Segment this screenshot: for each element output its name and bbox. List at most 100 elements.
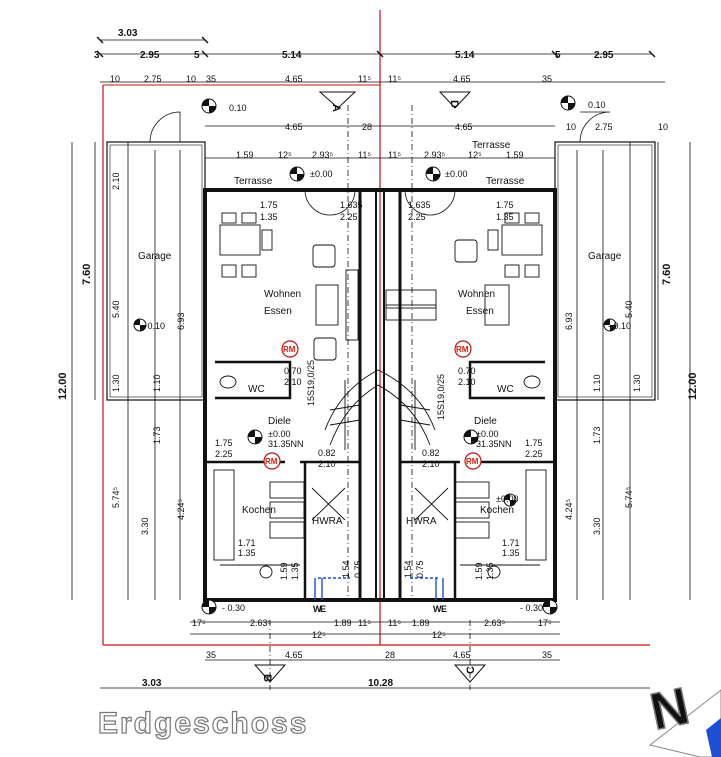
dim-util-1-59-left: 1.59 — [279, 562, 289, 580]
dim-bot-2-63-left: 2.63⁵ — [250, 618, 272, 628]
dim-right2-4-24: 4.24⁵ — [564, 498, 574, 520]
rm-label-4: RM — [466, 457, 479, 466]
room-garage-left: Garage — [138, 251, 172, 262]
dim-kochen-1-35-left: 1.35 — [238, 548, 256, 558]
level-top-left: 0.10 — [229, 103, 247, 113]
dim-hwra-2-10-left: 2.10 — [318, 459, 336, 469]
dim-row2-4-65-left: 4.65 — [285, 74, 303, 84]
dim-door-1-75-left: 1.75 — [260, 200, 278, 210]
stair-spec-right: 15S19,0/25 — [436, 374, 446, 420]
room-kochen-left: Kochen — [242, 505, 276, 516]
section-arrows — [253, 91, 487, 683]
furniture — [213, 212, 547, 579]
dim-left-5-40: 5.40 — [111, 300, 121, 318]
dim-bot3-10-28: 10.28 — [368, 678, 393, 689]
level-terrace-left: ±0.00 — [310, 169, 332, 179]
dim-row2-small-10d: 10 — [658, 122, 668, 132]
dim-right2-1-10: 1.10 — [592, 374, 602, 392]
level-bottom-left: - 0.30 — [222, 603, 245, 613]
dim-wc-2-10-left: 2.10 — [284, 377, 302, 387]
level-terrace-right: ±0.00 — [445, 169, 467, 179]
dim-diele-2-25-right: 2.25 — [525, 449, 543, 459]
dim-bot-small-17b: 17⁵ — [538, 618, 552, 628]
dim-top-2-95-right: 2.95 — [594, 50, 614, 61]
dim-top-3-03: 3.03 — [118, 28, 138, 39]
terrace-doors — [304, 189, 456, 216]
dim-left-1-30: 1.30 — [111, 374, 121, 392]
dim-util-1-35-right: 1.35 — [485, 562, 495, 580]
dim-door-1-635-left: 1.635 — [340, 200, 363, 210]
internal-dims: 1.635 2.25 1.75 1.35 1.635 2.25 1.75 1.3… — [215, 200, 543, 614]
dim-kochen-1-71-right: 1.71 — [502, 538, 520, 548]
dim-hwra-2-10-right: 2.10 — [422, 459, 440, 469]
dim-terr-2-93-right: 2.93⁵ — [424, 150, 446, 160]
level-garage-left: - 0.10 — [142, 321, 165, 331]
room-terrasse-left: Terrasse — [234, 176, 273, 187]
side-dimension-lines — [71, 142, 691, 600]
dim-terr-1-59-left: 1.59 — [236, 150, 254, 160]
dim-right-5-74: 5.74⁵ — [624, 486, 634, 508]
dim-top-5-14-right: 5.14 — [455, 50, 475, 61]
dim-left-3-30: 3.30 — [140, 517, 150, 535]
dim-diele-1-75-left: 1.75 — [215, 438, 233, 448]
dim-row2-small-10a: 10 — [110, 74, 120, 84]
dim-bot-small-35b: 35 — [542, 650, 552, 660]
top-dimensions: 3.03 2.95 5.14 5.14 2.95 3 5 5 2.75 4.65… — [94, 28, 668, 160]
dim-bot3-3-03: 3.03 — [142, 678, 162, 689]
dim-util-0-75-left: 0.75 — [353, 560, 363, 578]
room-wohnen-left: Wohnen — [264, 289, 301, 300]
dim-bot-small-35a: 35 — [206, 650, 216, 660]
section-lines — [269, 105, 471, 690]
rm-label-2: RM — [456, 345, 469, 354]
dim-row2-2-75-right: 2.75 — [595, 122, 613, 132]
meter-w-right: W — [433, 604, 442, 614]
dim-terr-1-59-right: 1.59 — [506, 150, 524, 160]
dim-top-small-5b: 5 — [555, 50, 561, 61]
dim-door-2-25-right: 2.25 — [408, 212, 426, 222]
room-wohnen-right: Wohnen — [458, 289, 495, 300]
room-terrasse-right: Terrasse — [486, 176, 525, 187]
dim-terr-12-5-left: 12⁵ — [278, 150, 292, 160]
room-essen-left: Essen — [264, 306, 292, 317]
room-diele-right: Diele — [474, 416, 497, 427]
room-wc-right: WC — [497, 384, 514, 395]
dim-right2-1-73: 1.73 — [592, 426, 602, 444]
dim-top-2-95-left: 2.95 — [140, 50, 160, 61]
section-letter-d: D — [448, 100, 460, 108]
section-letter-b: B — [261, 674, 273, 682]
dim-bot-11-a: 11⁵ — [358, 618, 371, 628]
level-bottom-right: - 0.30 — [520, 603, 543, 613]
dim-garage-7-60-left: 7.60 — [81, 264, 93, 285]
dim-bot-small-12a: 12⁵ — [312, 630, 326, 640]
room-terrasse-right-top: Terrasse — [472, 140, 511, 151]
rm-label-1: RM — [283, 345, 296, 354]
bottom-dimension-texts: 2.63⁵ 1.89 11⁵ 11⁵ 1.89 2.63⁵ 17⁵ 12⁵ 35… — [142, 618, 552, 689]
level-garage-right: - 0.10 — [608, 321, 631, 331]
room-kochen-right: Kochen — [480, 505, 514, 516]
dim-kochen-1-35-right: 1.35 — [502, 548, 520, 558]
dim-bot-1-89-right: 1.89 — [412, 618, 430, 628]
dim-wc-0-70-left: 0.70 — [284, 366, 302, 376]
dim-left2-1-10: 1.10 — [152, 374, 162, 392]
dim-row2-small-11a: 11⁵ — [358, 74, 371, 84]
dim-terr-11-5-a: 11⁵ — [358, 150, 371, 160]
level-nn-left: 31.35NN — [268, 439, 304, 449]
level-texts: 0.10 0.10 ±0.00 ±0.00 - 0.10 - 0.10 ±0.0… — [142, 100, 631, 613]
meter-w-left: W — [313, 604, 322, 614]
level-diele-right: ±0.00 — [476, 429, 498, 439]
rm-markers — [263, 340, 482, 470]
level-nn-right: 31.35NN — [476, 439, 512, 449]
dim-right-3-30: 3.30 — [592, 517, 602, 535]
dim-right-5-40: 5.40 — [624, 300, 634, 318]
dim-bot2-4-65-right: 4.65 — [453, 650, 471, 660]
north-arrow — [648, 689, 721, 757]
dim-terr-12-5-right: 12⁵ — [468, 150, 482, 160]
dim-terr-2-93-left: 2.93⁵ — [312, 150, 334, 160]
dim-bot2-4-65-left: 4.65 — [285, 650, 303, 660]
dim-diele-2-25-left: 2.25 — [215, 449, 233, 459]
dim-right2-6-93: 6.93 — [564, 312, 574, 330]
dim-util-1-54-right: 1.54 — [403, 560, 413, 578]
dim-bot-11-b: 11⁵ — [388, 618, 401, 628]
room-hwra-left: HWRA — [312, 516, 343, 527]
